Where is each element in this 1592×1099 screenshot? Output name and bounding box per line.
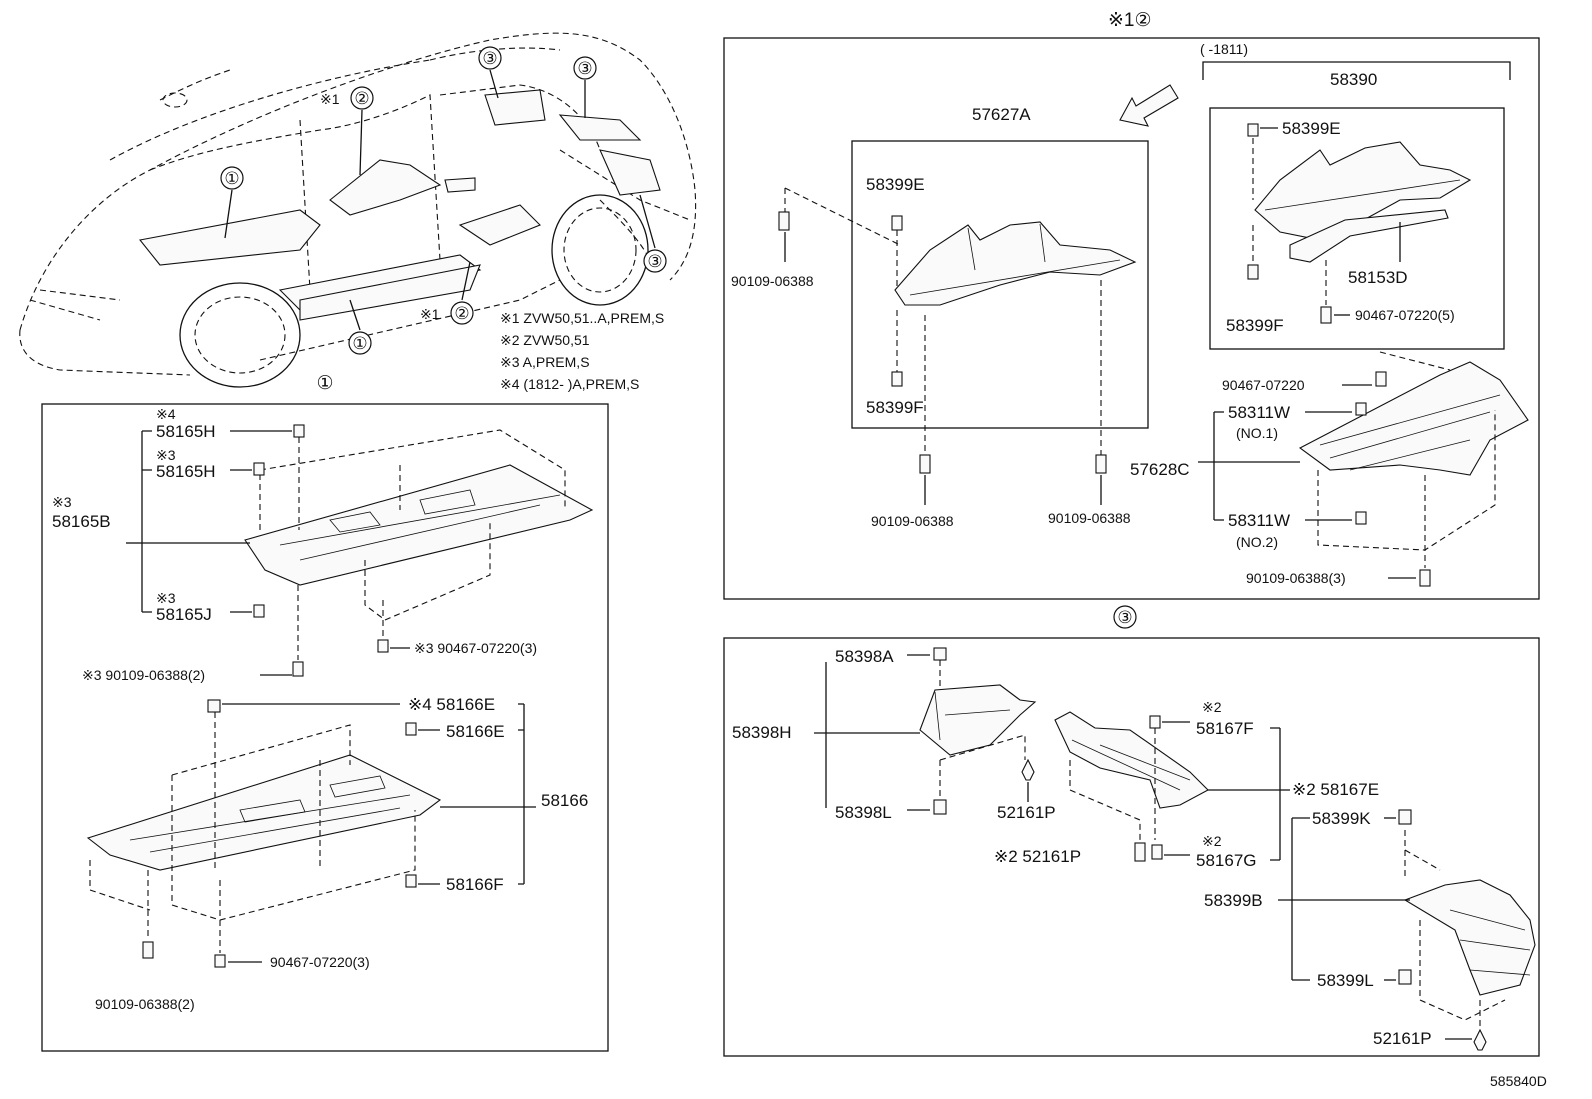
s3-58398H: 58398H (732, 723, 792, 742)
s1-90109-a: ※3 90109-06388(2) (82, 667, 205, 683)
s1-90467-a: ※3 90467-07220(3) (414, 640, 537, 656)
notes: ※1 ZVW50,51..A,PREM,S ※2 ZVW50,51 ※3 A,P… (500, 310, 664, 392)
s2-58399E-b: 58399E (1282, 119, 1341, 138)
s2-58311W-b: 58311W (1228, 511, 1290, 530)
s3-note2-b: ※2 (1202, 833, 1222, 849)
s1-58166E-b: 58166E (446, 722, 505, 741)
s2-57628C: 57628C (1130, 460, 1190, 479)
s2-90109-c: 90109-06388 (1048, 510, 1131, 526)
callout-3-b: ③ (577, 59, 592, 78)
section-2: ※1② ( -1811) 58390 57627A 58399E 90109-0… (723, 10, 1540, 600)
s2-90109-a: 90109-06388 (731, 273, 814, 289)
s3-58399K: 58399K (1312, 809, 1371, 828)
figure-code: 585840D (1490, 1073, 1547, 1089)
s1-58166F: 58166F (446, 875, 504, 894)
s1-note3-c: ※3 (156, 590, 176, 606)
s3-note2-a: ※2 (1202, 699, 1222, 715)
s2-range: ( -1811) (1200, 41, 1248, 57)
s1-58165B: 58165B (52, 512, 111, 531)
callout-1-a: ① (224, 169, 239, 188)
s2-no1: (NO.1) (1236, 425, 1278, 441)
section-1-title: ① (316, 373, 333, 394)
s2-58399E-a: 58399E (866, 175, 925, 194)
note-1: ※1 ZVW50,51..A,PREM,S (500, 310, 664, 326)
s1-note4-a: ※4 (156, 406, 176, 422)
s3-52161P-b: ※2 52161P (994, 847, 1081, 866)
s2-58399F-a: 58399F (866, 398, 924, 417)
s2-90109-b: 90109-06388 (871, 513, 954, 529)
s3-58399L: 58399L (1317, 971, 1374, 990)
s2-no2: (NO.2) (1236, 534, 1278, 550)
s3-52161P-a: 52161P (997, 803, 1056, 822)
callout-3-a: ③ (482, 49, 497, 68)
note-2: ※2 ZVW50,51 (500, 332, 590, 348)
section-1: ① ※4 58165H ※3 58165H ※3 58165B (41, 373, 609, 1052)
section-2-title: ※1② (1108, 10, 1152, 31)
s2-90467-5: 90467-07220(5) (1355, 307, 1455, 323)
s1-90467-b: 90467-07220(3) (270, 954, 370, 970)
section-3-title: ③ (1117, 608, 1132, 627)
s3-58167G: 58167G (1196, 851, 1257, 870)
s2-57627A: 57627A (972, 105, 1031, 124)
note-3: ※3 A,PREM,S (500, 354, 590, 370)
car-overview: ① ② ※1 ③ ③ ③ ② ※1 ① (19, 32, 697, 388)
s1-58165J: 58165J (156, 605, 212, 624)
s2-58153D: 58153D (1348, 268, 1408, 287)
section-3: ③ 58398A 58398H 58398L 52161P ※2 5 (723, 605, 1540, 1057)
s2-58390: 58390 (1330, 70, 1377, 89)
s1-58165H-a: 58165H (156, 422, 216, 441)
s1-58166E-a: ※4 58166E (408, 695, 495, 714)
s3-58399B: 58399B (1204, 891, 1263, 910)
callout-3-c: ③ (647, 252, 662, 271)
s1-note3-b: ※3 (52, 494, 72, 510)
s2-90109-3: 90109-06388(3) (1246, 570, 1346, 586)
callout-note-a: ※1 (320, 91, 340, 107)
s1-90109-b: 90109-06388(2) (95, 996, 195, 1012)
s1-58166: 58166 (541, 791, 588, 810)
s1-58165H-b: 58165H (156, 462, 216, 481)
s3-52161P-c: 52161P (1373, 1029, 1432, 1048)
s2-90467: 90467-07220 (1222, 377, 1305, 393)
callout-2-b: ② (454, 304, 469, 323)
s3-58167E: ※2 58167E (1292, 780, 1379, 799)
s3-58398L: 58398L (835, 803, 892, 822)
callout-2-a: ② (354, 89, 369, 108)
s1-note3-a: ※3 (156, 447, 176, 463)
callout-note-b: ※1 (420, 306, 440, 322)
s2-58311W-a: 58311W (1228, 403, 1290, 422)
s2-58399F-b: 58399F (1226, 316, 1284, 335)
s3-58167F: 58167F (1196, 719, 1254, 738)
s3-58398A: 58398A (835, 647, 894, 666)
note-4: ※4 (1812- )A,PREM,S (500, 376, 639, 392)
callout-1-b: ① (352, 334, 367, 353)
